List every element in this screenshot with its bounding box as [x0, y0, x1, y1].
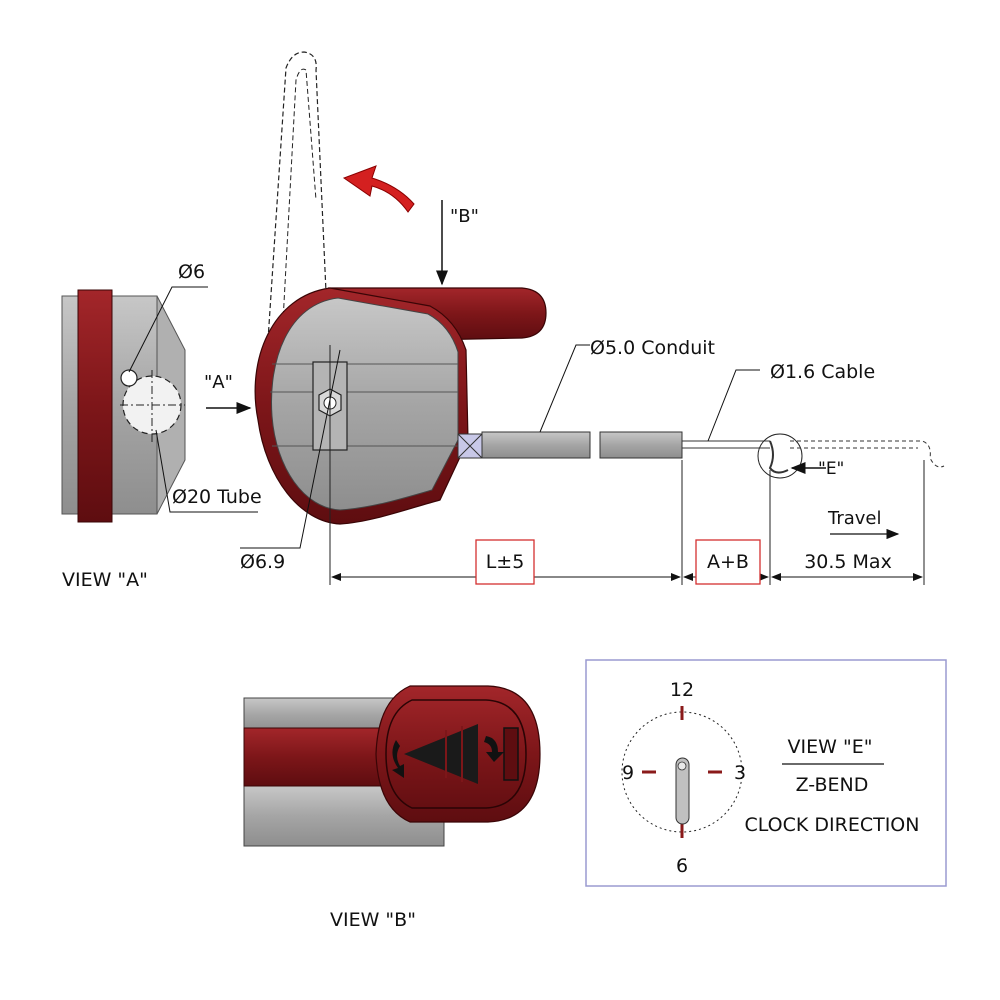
z-bend-end-view	[675, 757, 690, 825]
travel-label: Travel	[827, 508, 882, 529]
direction-triangle	[404, 724, 478, 784]
lever-ghost-inner	[281, 68, 317, 341]
clock-label-9: 9	[622, 762, 634, 784]
body-face	[271, 297, 459, 511]
view-b: VIEW "B"	[243, 685, 541, 931]
conduit-leader	[539, 344, 590, 433]
lever-ghost-outline	[267, 51, 327, 341]
view-a-arrow-label: "A"	[204, 372, 233, 393]
view-b-caption: VIEW "B"	[330, 909, 416, 931]
dim-box-L	[475, 539, 535, 585]
dia6-leader	[128, 286, 208, 373]
travel-ghost	[790, 440, 945, 468]
cable-leader	[707, 369, 760, 442]
dim-box-AB	[695, 539, 761, 585]
z-bend	[768, 440, 789, 474]
knob-tab	[503, 727, 519, 781]
view-e-circle	[757, 433, 803, 479]
clock-label-3: 3	[734, 762, 746, 784]
rotation-arrow	[342, 165, 415, 213]
view-e-line3: CLOCK DIRECTION	[745, 814, 920, 836]
dia20-label: Ø20 Tube	[172, 486, 262, 508]
dia69-leader	[240, 349, 341, 549]
clock-label-12: 12	[670, 679, 694, 701]
curl-arrow-right	[484, 736, 504, 762]
ferrule-pattern	[457, 433, 483, 459]
dia69-label: Ø6.9	[240, 551, 285, 573]
dia20-leader	[155, 429, 258, 513]
view-a: Ø6 Ø20 Tube "A" VIEW "A"	[61, 261, 262, 591]
curl-arrow-left	[392, 740, 404, 778]
cable-end-dot	[677, 761, 687, 771]
view-a-pin-hole	[120, 369, 138, 387]
view-b-knob-recess	[385, 699, 527, 809]
dim-travel-label: 30.5 Max	[804, 551, 892, 573]
view-a-clamp	[77, 289, 113, 523]
view-e-frame	[585, 659, 947, 887]
dim-AB-label: A+B	[707, 551, 749, 573]
conduit-label: Ø5.0 Conduit	[590, 337, 715, 359]
main-view: Ø6.9 "B" "E" Ø5.0 Conduit Ø1.6 Cable Tra…	[240, 51, 945, 585]
cable-label: Ø1.6 Cable	[770, 361, 875, 383]
conduit-segment-2	[599, 431, 683, 459]
clock-label-6: 6	[676, 855, 688, 877]
dia6-label: Ø6	[178, 261, 205, 283]
view-a-caption: VIEW "A"	[62, 569, 148, 591]
view-e-title: VIEW "E"	[788, 736, 873, 758]
view-e-arrow-label: "E"	[818, 459, 844, 479]
clock-dial	[621, 711, 743, 833]
dim-L-label: L±5	[486, 551, 525, 573]
view-e-line2: Z-BEND	[796, 774, 869, 796]
view-e-box: 12 3 6 9 VIEW "E" Z-BEND CLOCK DIRECTION	[585, 659, 947, 887]
conduit-segment-1	[481, 431, 591, 459]
view-b-arrow-label: "B"	[450, 206, 479, 227]
